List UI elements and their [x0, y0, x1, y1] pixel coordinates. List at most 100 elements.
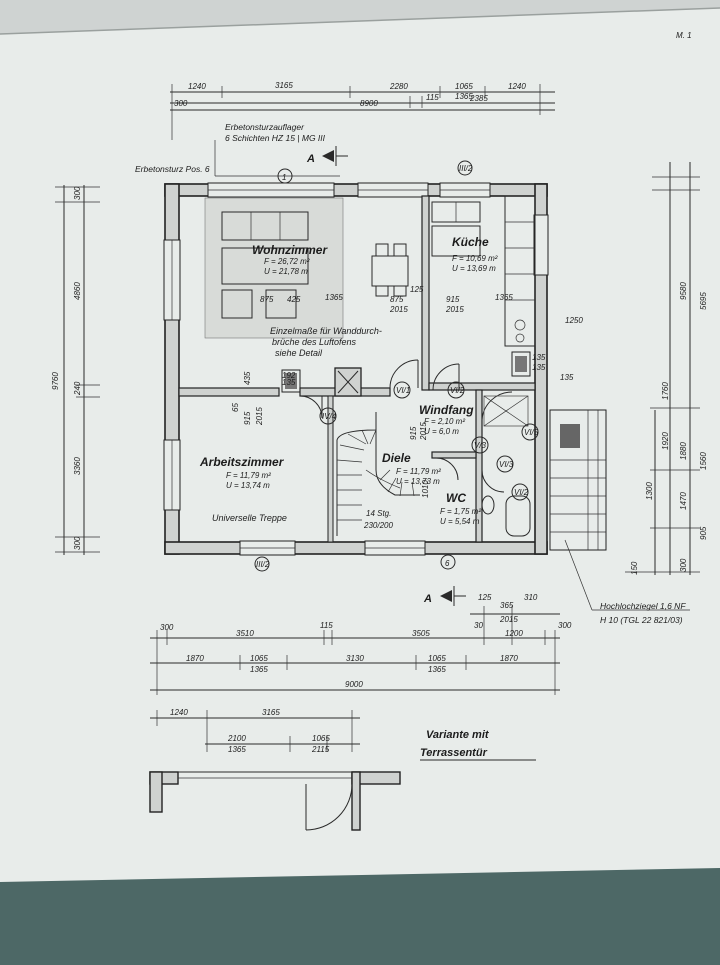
svg-text:135: 135 — [532, 363, 546, 372]
svg-text:1065: 1065 — [312, 734, 330, 743]
room-arbeitszimmer: Arbeitszimmer — [199, 455, 285, 469]
svg-text:3510: 3510 — [236, 629, 254, 638]
svg-text:300: 300 — [160, 623, 174, 632]
svg-text:2100: 2100 — [227, 734, 246, 743]
svg-text:300: 300 — [558, 621, 572, 630]
svg-text:U = 13,73 m: U = 13,73 m — [396, 477, 440, 486]
svg-text:III/2: III/2 — [256, 560, 270, 569]
note-einzelmasse-1: Einzelmaße für Wanddurch- — [270, 326, 382, 336]
svg-text:425: 425 — [287, 295, 301, 304]
svg-text:915: 915 — [446, 295, 460, 304]
room-windfang: Windfang — [419, 403, 474, 417]
note-treppe: Universelle Treppe — [212, 513, 287, 523]
room-diele: Diele — [382, 451, 411, 465]
svg-text:3505: 3505 — [412, 629, 430, 638]
svg-text:3165: 3165 — [275, 81, 293, 90]
room-wohnzimmer: Wohnzimmer — [252, 243, 328, 257]
svg-text:150: 150 — [630, 561, 639, 575]
svg-text:65: 65 — [231, 403, 240, 412]
svg-text:115: 115 — [426, 93, 439, 102]
svg-text:VI/5: VI/5 — [524, 428, 539, 437]
note-hochlochziegel-1: Hochlochziegel 1,6 NF — [600, 601, 686, 611]
svg-text:VI/2: VI/2 — [514, 488, 529, 497]
svg-text:2115: 2115 — [311, 745, 330, 754]
svg-text:1870: 1870 — [500, 654, 518, 663]
section-mark-bottom: A — [423, 586, 466, 606]
svg-text:1065: 1065 — [455, 82, 473, 91]
svg-text:1365: 1365 — [250, 665, 268, 674]
svg-text:A: A — [306, 153, 315, 165]
svg-text:VI/1: VI/1 — [396, 386, 410, 395]
room-kueche: Küche — [452, 235, 489, 249]
svg-text:8900: 8900 — [360, 99, 378, 108]
svg-text:1920: 1920 — [661, 432, 670, 450]
svg-text:30: 30 — [474, 621, 483, 630]
svg-text:V/3: V/3 — [474, 441, 487, 450]
svg-text:2015: 2015 — [419, 422, 428, 441]
svg-text:1760: 1760 — [661, 382, 670, 400]
svg-text:915: 915 — [243, 411, 252, 425]
svg-text:135: 135 — [560, 373, 574, 382]
svg-text:905: 905 — [699, 526, 708, 540]
svg-text:1065: 1065 — [250, 654, 268, 663]
svg-text:1365: 1365 — [428, 665, 446, 674]
svg-text:300: 300 — [73, 186, 82, 200]
svg-text:F = 10,69 m²: F = 10,69 m² — [452, 254, 498, 263]
svg-text:1365: 1365 — [495, 293, 513, 302]
svg-text:115: 115 — [320, 621, 333, 630]
svg-text:F = 11,79 m²: F = 11,79 m² — [396, 467, 441, 476]
svg-text:F = 11,79 m²: F = 11,79 m² — [226, 471, 271, 480]
svg-text:1870: 1870 — [186, 654, 204, 663]
variant-title-1: Variante mit — [426, 729, 490, 741]
svg-text:1200: 1200 — [505, 629, 523, 638]
svg-text:240: 240 — [73, 381, 82, 396]
svg-text:III/2: III/2 — [459, 164, 473, 173]
svg-text:F = 26,72 m²: F = 26,72 m² — [264, 257, 310, 266]
svg-text:2385: 2385 — [469, 94, 488, 103]
svg-text:300: 300 — [73, 536, 82, 550]
svg-text:310: 310 — [524, 593, 538, 602]
note-hochlochziegel-2: H 10 (TGL 22 821/03) — [600, 615, 683, 625]
right-dimensions: 9580 5695 1250 1760 1300 1920 1470 905 1… — [565, 162, 708, 575]
svg-text:1240: 1240 — [508, 82, 526, 91]
svg-text:300: 300 — [679, 558, 688, 572]
svg-text:1010: 1010 — [421, 480, 430, 498]
svg-text:5695: 5695 — [699, 292, 708, 310]
svg-text:1365: 1365 — [228, 745, 246, 754]
svg-text:875: 875 — [260, 295, 274, 304]
svg-text:3130: 3130 — [346, 654, 364, 663]
corner-mark: M. 1 — [676, 31, 692, 40]
svg-text:9000: 9000 — [345, 680, 363, 689]
svg-text:VI/2: VI/2 — [450, 386, 465, 395]
svg-text:1300: 1300 — [645, 482, 654, 500]
axis-markers: 1 III/2 III/2 6 VI/1 VI/2 V/3 VI/5 VI/3 … — [254, 160, 539, 572]
svg-text:IV/4: IV/4 — [322, 412, 337, 421]
section-mark-top: A — [306, 146, 348, 166]
svg-text:365: 365 — [500, 601, 514, 610]
top-dimensions: 1240 3165 2280 1065 1365 1240 300 115 23… — [170, 81, 555, 140]
svg-text:1560: 1560 — [699, 452, 708, 470]
svg-text:U = 13,74 m: U = 13,74 m — [226, 481, 270, 490]
svg-text:125: 125 — [478, 593, 492, 602]
note-einzelmasse-2: brüche des Luftofens — [272, 337, 357, 347]
left-dimensions: 300 4860 240 3360 300 9760 — [51, 185, 100, 555]
svg-text:2015: 2015 — [255, 407, 264, 426]
note-ringbalken-auflager: Erbetonsturzauflager — [225, 122, 305, 132]
svg-text:125: 125 — [410, 285, 424, 294]
svg-text:F = 1,75 m²: F = 1,75 m² — [440, 507, 481, 516]
svg-text:915: 915 — [409, 426, 418, 440]
svg-text:4860: 4860 — [73, 282, 82, 300]
paper-sheet — [0, 8, 720, 882]
svg-text:U = 13,69 m: U = 13,69 m — [452, 264, 496, 273]
svg-text:U = 5,54 m: U = 5,54 m — [440, 517, 480, 526]
svg-text:875: 875 — [390, 295, 404, 304]
svg-text:300: 300 — [174, 99, 188, 108]
svg-text:3360: 3360 — [73, 457, 82, 475]
note-ringbalken-pos: Erbetonsturz Pos. 6 — [135, 164, 210, 174]
svg-text:A: A — [423, 593, 432, 605]
svg-text:1880: 1880 — [679, 442, 688, 460]
svg-text:1365: 1365 — [455, 92, 473, 101]
svg-text:9760: 9760 — [51, 372, 60, 390]
